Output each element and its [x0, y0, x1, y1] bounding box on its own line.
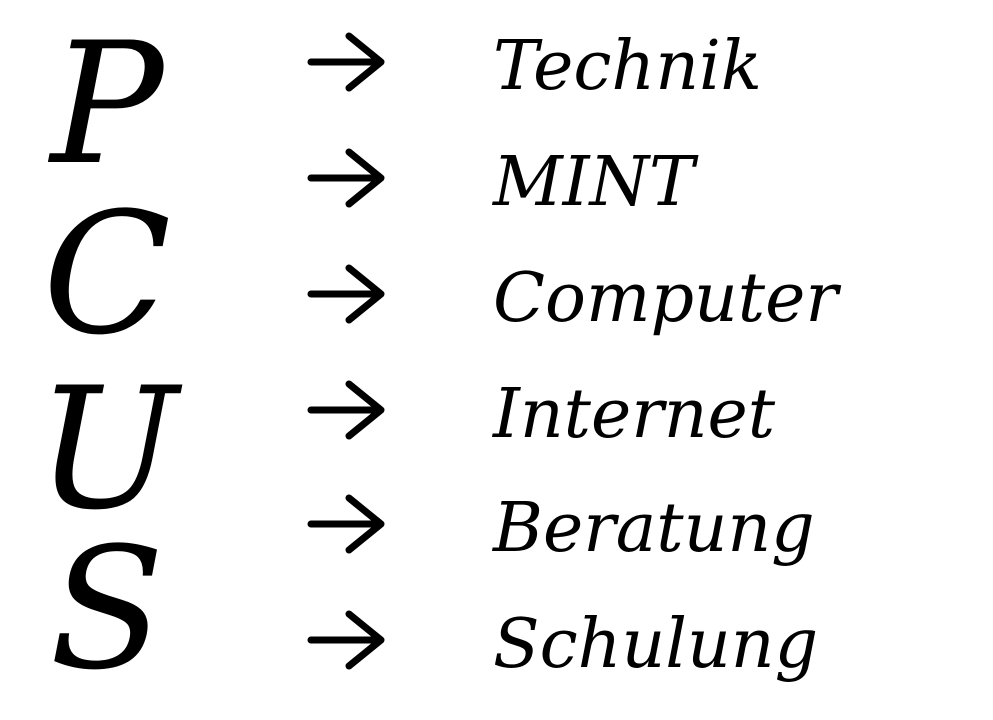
arrow-right-icon — [307, 264, 385, 324]
list-item: MINT — [305, 138, 955, 228]
list-item: Internet — [305, 370, 955, 460]
list-item: Beratung — [305, 484, 955, 574]
list-item-label: Computer — [493, 259, 838, 338]
list-item-label: Internet — [493, 375, 776, 454]
list-item: Technik — [305, 22, 955, 112]
arrow-right-icon — [307, 32, 385, 92]
meaning-list: Technik MINT Computer Internet Beratung — [305, 22, 955, 702]
acronym-letter-u: U — [36, 351, 178, 547]
list-item-label: Technik — [493, 27, 762, 106]
arrow-right-icon — [307, 148, 385, 208]
list-item-label: Beratung — [493, 489, 815, 568]
acronym-letter-c: C — [42, 176, 172, 372]
list-item-label: MINT — [493, 143, 695, 222]
arrow-right-icon — [307, 610, 385, 670]
arrow-right-icon — [307, 494, 385, 554]
list-item: Schulung — [305, 600, 955, 690]
acronym-letter-p: P — [50, 6, 164, 202]
list-item-label: Schulung — [493, 605, 819, 684]
acronym-letter-s: S — [49, 511, 165, 707]
list-item: Computer — [305, 254, 955, 344]
arrow-right-icon — [307, 380, 385, 440]
acronym-letters: P C U S — [22, 20, 202, 700]
